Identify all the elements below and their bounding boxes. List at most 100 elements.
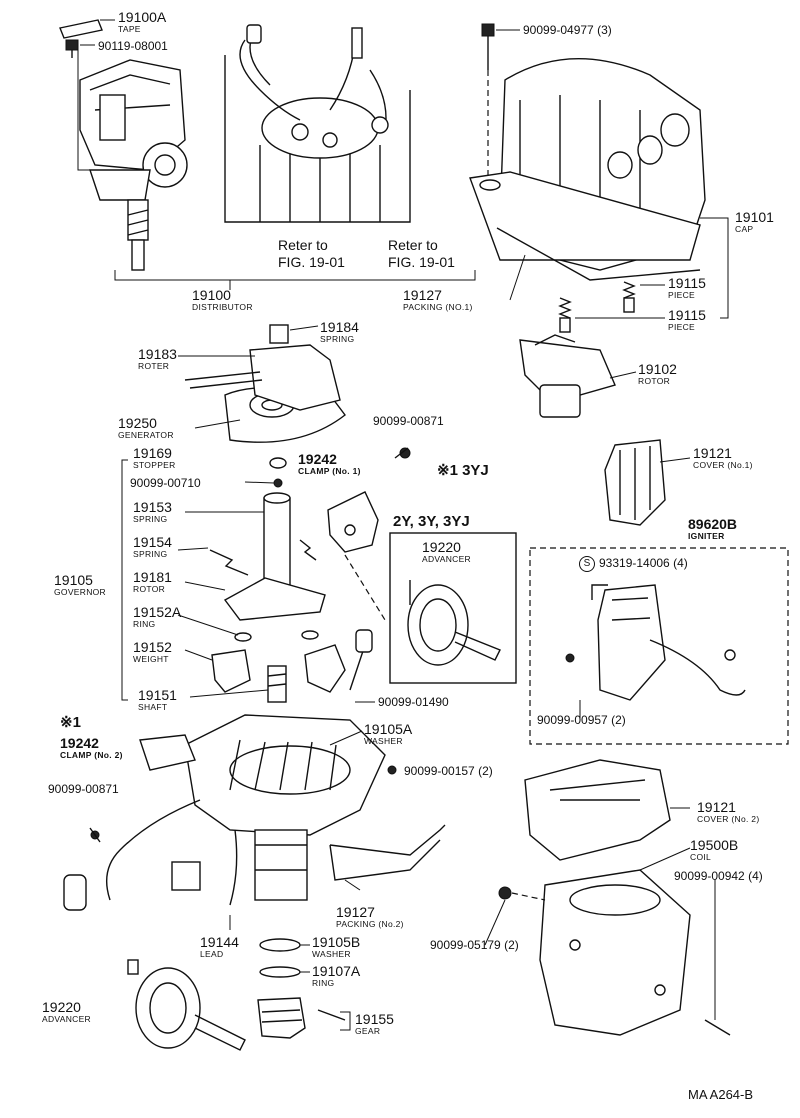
label-90099-00942: 90099-00942 (4) xyxy=(674,869,763,883)
label-90099-04977: 90099-04977 (3) xyxy=(523,23,612,37)
part-number: 19151 xyxy=(138,687,177,703)
part-number: 19220 xyxy=(42,999,81,1015)
distributor-housing-drawing xyxy=(184,629,386,1039)
part-name: PACKING (No.2) xyxy=(336,919,404,929)
reference-note-2: Reter to FIG. 19-01 xyxy=(388,238,455,269)
label-90119-08001: 90119-08001 xyxy=(98,39,168,53)
screw-icon xyxy=(65,39,79,58)
part-number: 19500B xyxy=(690,837,739,853)
part-number: 19100A xyxy=(118,9,167,25)
governor-bracket xyxy=(121,459,128,701)
label-19121-cover-2: 19121 COVER (No. 2) xyxy=(697,800,759,824)
part-name: WEIGHT xyxy=(133,654,169,664)
part-number: 19105B xyxy=(312,934,361,950)
cover-no2-drawing xyxy=(524,759,671,861)
part-name: SHAFT xyxy=(138,702,168,712)
part-number: 19250 xyxy=(118,415,157,431)
label-19105: 19105 GOVERNOR xyxy=(54,573,106,597)
reference-figure: FIG. 19-01 xyxy=(388,254,455,270)
part-name: RING xyxy=(312,978,335,988)
part-name: ROTER xyxy=(138,361,170,371)
label-19152a: 19152A RING xyxy=(133,605,181,629)
part-name: WASHER xyxy=(364,736,403,746)
lead-wire-drawing xyxy=(63,765,397,911)
label-19121-cover-1: 19121 COVER (No.1) xyxy=(693,446,753,470)
s-mark-icon: S xyxy=(579,556,595,572)
label-93319-14006: S 93319-14006 (4) xyxy=(579,556,688,572)
part-name: SPRING xyxy=(133,549,168,559)
part-number: 19121 xyxy=(697,799,736,815)
part-name: WASHER xyxy=(312,949,351,959)
label-19105a: 19105A WASHER xyxy=(364,722,412,746)
advancer-drawing xyxy=(127,959,246,1051)
part-number: 19242 xyxy=(298,451,337,467)
label-19250: 19250 GENERATOR xyxy=(118,416,174,440)
label-19107a: 19107A RING xyxy=(312,964,360,988)
label-19154: 19154 SPRING xyxy=(133,535,172,559)
part-number: 19184 xyxy=(320,319,359,335)
part-name: DISTRIBUTOR xyxy=(192,302,253,312)
part-name: IGNITER xyxy=(688,531,725,541)
part-name: ADVANCER xyxy=(422,554,472,564)
label-90099-00157: 90099-00157 (2) xyxy=(404,764,493,778)
part-name: TAPE xyxy=(118,24,141,34)
label-19183: 19183 ROTER xyxy=(138,347,177,371)
part-name: CLAMP (No. 1) xyxy=(298,466,361,476)
label-19101: 19101 CAP xyxy=(735,210,774,234)
part-name: COVER (No. 2) xyxy=(697,814,760,824)
reference-figure: FIG. 19-01 xyxy=(278,254,345,270)
label-90099-00710: 90099-00710 xyxy=(130,476,201,490)
part-number: 19101 xyxy=(735,209,774,225)
part-number: 19100 xyxy=(192,287,231,303)
cover-no1-drawing xyxy=(604,439,666,526)
label-90099-00871-a: 90099-00871 xyxy=(373,414,444,428)
label-19220-advancer: 19220 ADVANCER xyxy=(42,1000,91,1024)
part-name: CLAMP (No. 2) xyxy=(60,750,123,760)
label-89620b: 89620B IGNITER xyxy=(688,517,737,541)
label-19152: 19152 WEIGHT xyxy=(133,640,172,664)
label-19184: 19184 SPRING xyxy=(320,320,359,344)
label-19102: 19102 ROTOR xyxy=(638,362,677,386)
label-19153: 19153 SPRING xyxy=(133,500,172,524)
cap-bracket xyxy=(720,217,729,319)
part-number: 19144 xyxy=(200,934,239,950)
label-19220-advancer-inset: 19220 ADVANCER xyxy=(422,540,471,564)
part-name: CAP xyxy=(735,224,754,234)
part-number: 19102 xyxy=(638,361,677,377)
label-19242-clamp-2: 19242 CLAMP (No. 2) xyxy=(60,736,123,760)
part-name: GEAR xyxy=(355,1026,381,1036)
reference-text: Reter to xyxy=(388,237,438,253)
section-2y-3y-3yj: 2Y, 3Y, 3YJ xyxy=(393,513,470,530)
part-number: 19105 xyxy=(54,572,93,588)
label-19105b: 19105B WASHER xyxy=(312,935,360,959)
generator-drawing xyxy=(184,324,346,443)
part-name: ROTOR xyxy=(133,584,166,594)
part-name: RING xyxy=(133,619,156,629)
distributor-assembly-drawing xyxy=(77,50,188,271)
part-number: 19154 xyxy=(133,534,172,550)
clamp-dashed-guide xyxy=(344,554,386,621)
part-name: PIECE xyxy=(668,322,696,332)
wiring-inset-drawing xyxy=(224,24,411,223)
part-number: 93319-14006 (4) xyxy=(599,556,688,571)
label-90099-01490: 90099-01490 xyxy=(378,695,449,709)
part-number: 19152A xyxy=(133,604,182,620)
part-number: 19121 xyxy=(693,445,732,461)
part-number: 89620B xyxy=(688,516,738,532)
note-3yj: ※1 3YJ xyxy=(437,462,489,479)
part-number: 19127 xyxy=(403,287,442,303)
advancer-inset-drawing xyxy=(407,580,501,666)
label-19155: 19155 GEAR xyxy=(355,1012,394,1036)
label-19151: 19151 SHAFT xyxy=(138,688,177,712)
part-number: 19115 xyxy=(668,307,706,323)
part-name: STOPPER xyxy=(133,460,176,470)
label-19500b: 19500B COIL xyxy=(690,838,738,862)
tape-part-icon xyxy=(59,19,103,39)
cap-piece-spring-icon xyxy=(558,281,636,333)
clamp-no2-drawing xyxy=(139,734,196,771)
part-number: 19220 xyxy=(422,539,461,555)
part-number: 19115 xyxy=(668,275,706,291)
part-number: 19181 xyxy=(133,569,172,585)
part-name: GOVERNOR xyxy=(54,587,106,597)
